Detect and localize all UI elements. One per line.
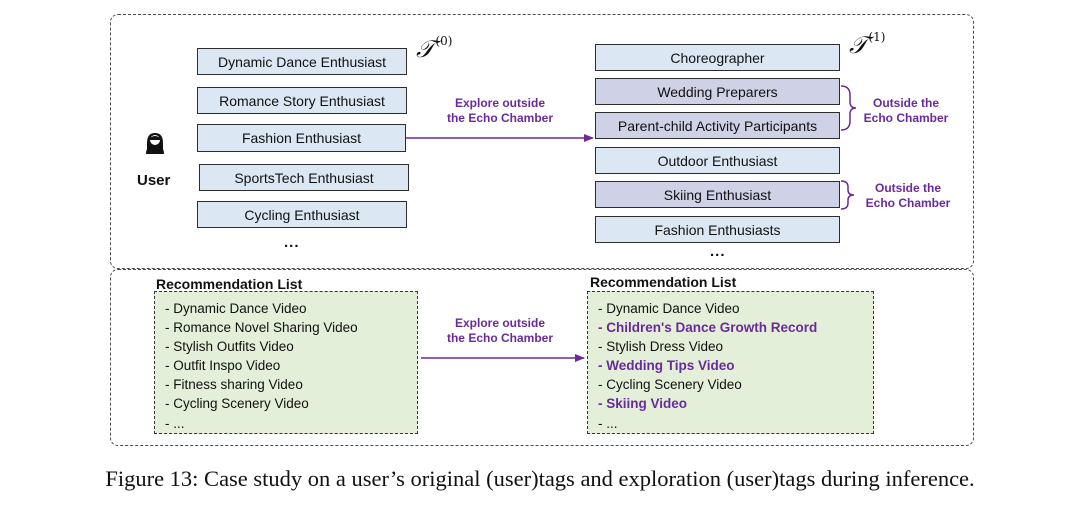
explore-label-tags-line2: the Echo Chamber xyxy=(446,111,554,125)
user-label: User xyxy=(137,172,171,189)
rec-exploration-item-4: - Wedding Tips Video xyxy=(598,358,735,374)
outside-label-top-line1: Outside the xyxy=(872,96,939,110)
outside-label-top-line2: Echo Chamber xyxy=(863,111,949,125)
original-tags-ellipsis: ... xyxy=(284,234,300,251)
explore-label-lists-line1: Explore outside xyxy=(454,316,546,330)
rec-original-item-2: - Romance Novel Sharing Video xyxy=(165,320,358,336)
recommendation-title-exploration: Recommendation List xyxy=(590,274,737,290)
user-icon xyxy=(146,133,164,154)
exploration-tag-2: Wedding Preparers xyxy=(595,78,840,105)
tau-original-superscript: (0) xyxy=(435,34,453,48)
rec-exploration-item-5: - Cycling Scenery Video xyxy=(598,377,742,393)
explore-label-lists-line2: the Echo Chamber xyxy=(446,331,554,345)
original-tag-2: Romance Story Enthusiast xyxy=(197,87,407,114)
outside-label-bottom-line1: Outside the xyxy=(874,181,941,195)
exploration-tag-3: Parent-child Activity Participants xyxy=(595,112,840,139)
tau-exploration-letter: 𝒯 xyxy=(849,31,868,59)
exploration-tag-6: Fashion Enthusiasts xyxy=(595,216,840,243)
explore-label-tags-line1: Explore outside xyxy=(454,96,546,110)
tau-exploration-symbol: 𝒯(1) xyxy=(849,30,885,59)
original-tag-5: Cycling Enthusiast xyxy=(197,201,407,228)
original-tag-1: Dynamic Dance Enthusiast xyxy=(197,48,407,75)
outside-label-top: Outside the Echo Chamber xyxy=(857,96,955,126)
rec-original-item-7: - ... xyxy=(165,415,185,431)
tags-panel xyxy=(110,14,974,269)
rec-original-item-1: - Dynamic Dance Video xyxy=(165,301,307,316)
exploration-tag-4: Outdoor Enthusiast xyxy=(595,147,840,174)
rec-exploration-item-7: - ... xyxy=(598,415,618,431)
exploration-tag-1: Choreographer xyxy=(595,44,840,71)
rec-original-item-6: - Cycling Scenery Video xyxy=(165,396,309,412)
rec-exploration-item-1: - Dynamic Dance Video xyxy=(598,301,740,316)
explore-label-lists: Explore outside the Echo Chamber xyxy=(435,316,565,346)
recommendation-title-original: Recommendation List xyxy=(156,276,303,292)
brace-top xyxy=(840,85,857,131)
rec-original-item-5: - Fitness sharing Video xyxy=(165,377,303,393)
tau-original-letter: 𝒯 xyxy=(416,35,435,63)
rec-exploration-item-2: - Children's Dance Growth Record xyxy=(598,320,818,336)
recommendation-list-exploration: - Dynamic Dance Video - Children's Dance… xyxy=(587,291,874,434)
outside-label-bottom: Outside the Echo Chamber xyxy=(859,181,957,211)
recommendation-list-original: - Dynamic Dance Video - Romance Novel Sh… xyxy=(154,291,418,434)
brace-bottom xyxy=(840,180,855,210)
tau-exploration-superscript: (1) xyxy=(868,30,886,44)
recommendation-panel xyxy=(110,269,974,446)
figure-caption: Figure 13: Case study on a user’s origin… xyxy=(105,466,975,491)
rec-original-item-3: - Stylish Outfits Video xyxy=(165,339,294,355)
rec-exploration-item-3: - Stylish Dress Video xyxy=(598,339,724,355)
tau-original-symbol: 𝒯(0) xyxy=(416,34,452,63)
rec-original-item-4: - Outfit Inspo Video xyxy=(165,358,281,374)
original-tag-4: SportsTech Enthusiast xyxy=(199,164,409,191)
explore-label-tags: Explore outside the Echo Chamber xyxy=(435,96,565,126)
original-tag-3: Fashion Enthusiast xyxy=(197,124,406,152)
outside-label-bottom-line2: Echo Chamber xyxy=(865,196,951,210)
exploration-tags-ellipsis: ... xyxy=(710,243,726,260)
rec-exploration-item-6: - Skiing Video xyxy=(598,396,688,412)
exploration-tag-5: Skiing Enthusiast xyxy=(595,181,840,208)
